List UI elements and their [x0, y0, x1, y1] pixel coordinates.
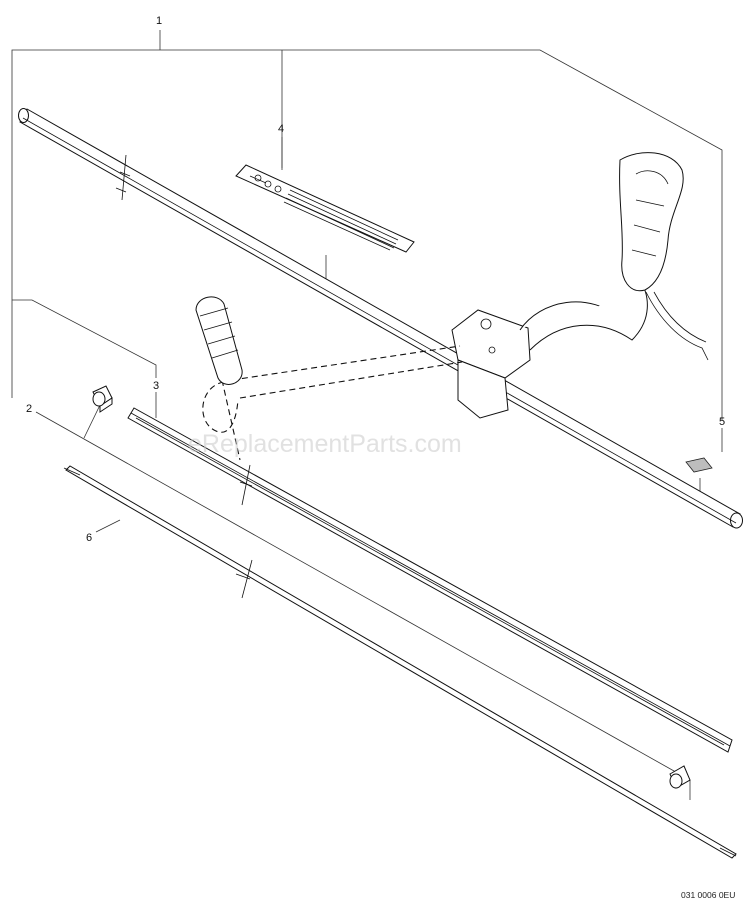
- diagram-code: 031 0006 0EU: [681, 890, 735, 900]
- callout-2: 2: [26, 403, 32, 415]
- small-label: [685, 457, 713, 473]
- shaft-tube: [18, 108, 743, 529]
- callout-5: 5: [719, 416, 725, 428]
- bushing-right: [669, 765, 691, 789]
- liner-tube: [127, 407, 733, 753]
- watermark-text: eReplacementParts.com: [188, 430, 462, 458]
- drive-shaft: [63, 465, 737, 859]
- handle-assembly: [195, 152, 709, 461]
- decal-text-lines: [283, 189, 399, 251]
- callout-labels: 1 2 3 4 5 6: [26, 15, 725, 544]
- leader-lines: [11, 30, 723, 800]
- callout-1: 1: [156, 15, 162, 27]
- callout-6: 6: [86, 532, 92, 544]
- warning-decal: [235, 164, 415, 253]
- callout-3: 3: [153, 380, 159, 392]
- bushing-left: [92, 385, 113, 413]
- callout-4: 4: [278, 123, 284, 135]
